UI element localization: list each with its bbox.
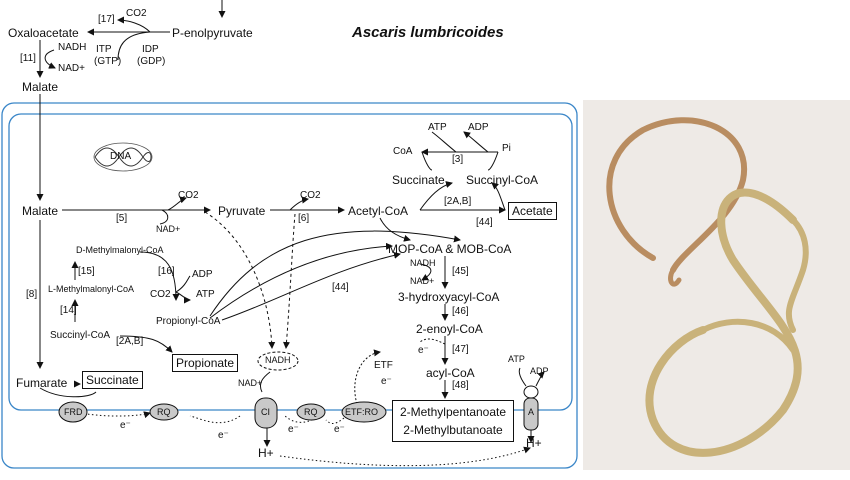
enoyl-label: 2-enoyl-CoA bbox=[416, 322, 483, 336]
enzyme-14: [14] bbox=[60, 305, 77, 316]
enzyme-46: [46] bbox=[452, 306, 469, 317]
e-2: e⁻ bbox=[218, 430, 229, 441]
enzyme-2ab-top: [2A,B] bbox=[444, 196, 472, 207]
frd-label: FRD bbox=[64, 407, 83, 417]
succinate-box: Succinate bbox=[82, 371, 143, 389]
malate-cytosol-label: Malate bbox=[22, 80, 59, 94]
nadplus-5: NAD+ bbox=[156, 224, 181, 234]
products-box: 2-Methylpentanoate 2-Methylbutanoate bbox=[392, 400, 514, 442]
ci-label: CI bbox=[261, 407, 270, 417]
fumarate-label: Fumarate bbox=[16, 376, 68, 390]
a-label: A bbox=[528, 407, 535, 417]
co2-5: CO2 bbox=[178, 190, 199, 201]
product-1: 2-Methylpentanoate bbox=[399, 405, 507, 419]
adp-a: ADP bbox=[530, 366, 549, 376]
rq2-label: RQ bbox=[304, 407, 318, 417]
e-47: e⁻ bbox=[418, 345, 429, 356]
enzyme-11: [11] bbox=[20, 53, 36, 64]
hydroxyacyl-label: 3-hydroxyacyl-CoA bbox=[398, 290, 500, 304]
etfro-label: ETF:RO bbox=[345, 407, 378, 417]
dna-label: DNA bbox=[110, 151, 132, 162]
outer-membrane bbox=[1, 102, 578, 469]
propionate-box: Propionate bbox=[172, 354, 239, 372]
co2-6: CO2 bbox=[300, 190, 321, 201]
rq1-label: RQ bbox=[157, 407, 171, 417]
hplus-ci: H+ bbox=[258, 446, 274, 460]
nadh-45: NADH bbox=[410, 258, 436, 268]
enzyme-16: [16] bbox=[158, 266, 175, 277]
worm-photo bbox=[583, 100, 850, 470]
enzyme-6: [6] bbox=[298, 213, 310, 224]
atp-a: ATP bbox=[508, 354, 525, 364]
acetate-box: Acetate bbox=[508, 202, 557, 220]
gdp-label: (GDP) bbox=[137, 56, 166, 67]
co2-17: CO2 bbox=[126, 8, 147, 19]
enzyme-8: [8] bbox=[26, 289, 38, 300]
rq2-protein bbox=[296, 403, 326, 421]
e-etf: e⁻ bbox=[381, 376, 392, 387]
enzyme-2ab: [2A,B] bbox=[116, 336, 144, 347]
penolpyruvate-label: P-enolpyruvate bbox=[172, 26, 253, 40]
acetylcoa-label: Acetyl-CoA bbox=[348, 204, 409, 218]
enzyme-45: [45] bbox=[452, 266, 469, 277]
gtp-label: (GTP) bbox=[94, 56, 122, 67]
nadplus-ci: NAD+ bbox=[238, 378, 263, 388]
propionylcoa-label: Propionyl-CoA bbox=[156, 316, 221, 327]
nadh-11: NADH bbox=[58, 42, 87, 53]
enzyme-44b: [44] bbox=[332, 282, 349, 293]
enzyme-15: [15] bbox=[78, 266, 95, 277]
enzyme-5: [5] bbox=[116, 213, 128, 224]
nadh-pool-label: NADH bbox=[265, 355, 291, 365]
succinylcoa-label: Succinyl-CoA bbox=[50, 330, 111, 341]
adp-16: ADP bbox=[192, 269, 213, 280]
succinylcoa-3: Succinyl-CoA bbox=[466, 173, 539, 187]
e-4: e⁻ bbox=[334, 424, 345, 435]
co2-16: CO2 bbox=[150, 289, 171, 300]
malate-mito-label: Malate bbox=[22, 204, 59, 218]
dna-icon bbox=[93, 142, 153, 172]
rq1-protein bbox=[149, 403, 179, 421]
etfro-protein bbox=[341, 401, 387, 423]
inner-membrane bbox=[8, 113, 573, 411]
acylcoa-label: acyl-CoA bbox=[426, 366, 475, 380]
worm-illustration bbox=[583, 100, 850, 470]
ci-protein bbox=[254, 397, 278, 429]
nadplus-11: NAD+ bbox=[58, 63, 85, 74]
enzyme-48: [48] bbox=[452, 380, 469, 391]
atp-16: ATP bbox=[196, 289, 215, 300]
dmm-label: D-Methylmalonyl-CoA bbox=[76, 245, 164, 255]
pyruvate-label: Pyruvate bbox=[218, 204, 266, 218]
enzyme-17: [17] bbox=[98, 14, 115, 25]
pi-3: Pi bbox=[502, 143, 511, 154]
adp-3: ADP bbox=[468, 122, 489, 133]
atp-3: ATP bbox=[428, 122, 447, 133]
mop-mob-label: MOP-CoA & MOB-CoA bbox=[388, 242, 512, 256]
enzyme-3: [3] bbox=[452, 154, 464, 165]
enzyme-47: [47] bbox=[452, 344, 469, 355]
frd-protein bbox=[58, 401, 88, 423]
e-3: e⁻ bbox=[288, 424, 299, 435]
oxaloacetate-label: Oxaloacetate bbox=[8, 26, 79, 40]
lmm-label: L-Methylmalonyl-CoA bbox=[48, 284, 135, 294]
nadh-pool-oval bbox=[257, 351, 299, 371]
product-2: 2-Methylbutanoate bbox=[403, 423, 503, 437]
idp-label: IDP bbox=[142, 44, 159, 55]
e-1: e⁻ bbox=[120, 420, 131, 431]
etf-label: ETF bbox=[374, 360, 393, 371]
hplus-a: H+ bbox=[526, 436, 542, 450]
nadplus-45: NAD+ bbox=[410, 276, 435, 286]
enzyme-44a: [44] bbox=[476, 217, 493, 228]
itp-label: ITP bbox=[96, 44, 112, 55]
succinate-3: Succinate bbox=[392, 173, 445, 187]
organism-title: Ascaris lumbricoides bbox=[352, 24, 504, 41]
coa-3: CoA bbox=[393, 146, 413, 157]
